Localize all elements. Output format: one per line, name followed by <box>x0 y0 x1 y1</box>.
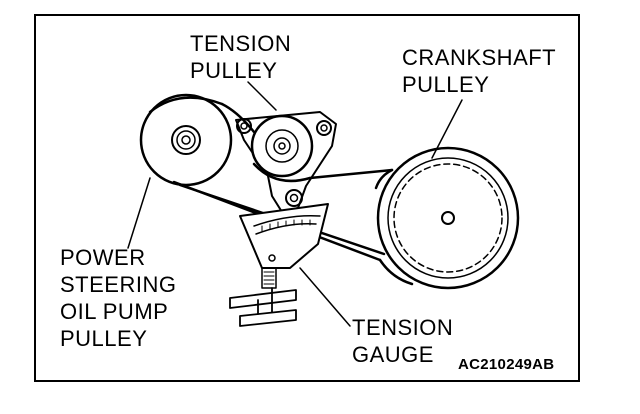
figure-code: AC210249AB <box>458 356 555 373</box>
power-steering-pulley-label: POWER STEERING OIL PUMP PULLEY <box>60 245 177 351</box>
tension-pulley <box>250 114 314 178</box>
leader-lines <box>127 81 463 327</box>
tension-gauge-label: TENSION GAUGE <box>352 315 454 367</box>
power-steering-pulley <box>139 93 233 187</box>
tension-pulley-label: TENSION PULLEY <box>190 31 292 83</box>
crankshaft-pulley-label: CRANKSHAFT PULLEY <box>402 45 557 97</box>
tension-gauge <box>229 203 329 327</box>
crankshaft-pulley <box>376 146 520 290</box>
